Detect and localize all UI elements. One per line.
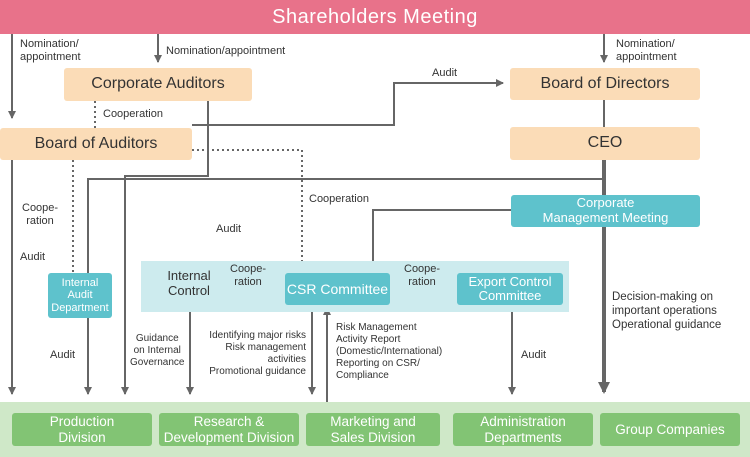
cooperation-audit-dept-label: Coope- ration <box>22 202 59 228</box>
internal-audit-department-box: Internal Audit Department <box>48 273 112 318</box>
cooperation-internal-control-label: Coope- ration <box>230 263 267 289</box>
audit-internal-dept-label: Audit <box>50 349 76 361</box>
ceo-box: CEO <box>510 127 700 160</box>
cooperation-auditors-label: Cooperation <box>103 108 163 120</box>
cooperation-csr-dotted <box>192 149 303 273</box>
risk-report-label: Risk Management Activity Report (Domesti… <box>336 322 443 381</box>
nomination-center-label: Nomination/appointment <box>166 45 286 57</box>
division-research-development: Research & Development Division <box>159 413 299 446</box>
corporate-auditors-box: Corporate Auditors <box>64 68 252 101</box>
audit-board-label: Audit <box>432 67 458 79</box>
division-group-companies: Group Companies <box>600 413 740 446</box>
identifying-risks-label: Identifying major risks Risk management … <box>209 330 306 377</box>
cooperation-csr-label: Cooperation <box>309 193 369 205</box>
export-control-committee-box: Export Control Committee <box>457 273 563 305</box>
decision-making-label: Decision-making on important operations … <box>612 291 722 331</box>
nomination-left-label: Nomination/ appointment <box>20 38 81 64</box>
shareholders-meeting: Shareholders Meeting <box>0 0 750 34</box>
division-administration: Administration Departments <box>453 413 593 446</box>
audit-board-connector <box>192 79 504 126</box>
division-production: Production Division <box>12 413 152 446</box>
csr-committee-box: CSR Committee <box>285 273 390 305</box>
ceo-to-internal-audit-line <box>87 178 604 273</box>
division-marketing-sales: Marketing and Sales Division <box>306 413 440 446</box>
audit-export-label: Audit <box>521 349 547 361</box>
internal-control-label: Internal Control <box>167 268 211 298</box>
audit-middle-connector <box>121 101 209 395</box>
audit-middle-label: Audit <box>216 223 242 235</box>
cooperation-export-label: Coope- ration <box>404 263 441 289</box>
nomination-right-label: Nomination/ appointment <box>616 38 677 64</box>
audit-left-label: Audit <box>20 251 46 263</box>
management-to-csr-line <box>372 209 511 273</box>
board-of-auditors-box: Board of Auditors <box>0 128 192 160</box>
board-of-directors-box: Board of Directors <box>510 68 700 100</box>
corporate-management-meeting-box: Corporate Management Meeting <box>511 195 700 227</box>
guidance-governance-label: Guidance on Internal Governance <box>130 333 185 368</box>
